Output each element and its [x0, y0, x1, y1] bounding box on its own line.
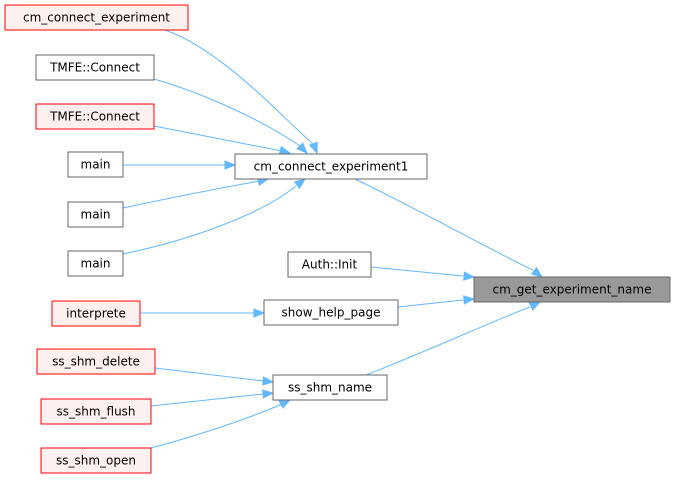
node-label: main: [81, 257, 111, 271]
node-box[interactable]: [473, 276, 671, 303]
arrowhead-icon: [463, 271, 476, 281]
node-label: cm_connect_experiment: [23, 11, 170, 25]
node-label: interprete: [66, 307, 126, 321]
node-ss-shm-open[interactable]: ss_shm_open: [40, 447, 152, 474]
node-box[interactable]: [40, 447, 152, 474]
arrowhead-icon: [262, 376, 275, 386]
edge-ss-shm-delete-to-ss-shm-name: [154, 367, 275, 386]
node-label: TMFE::Connect: [49, 110, 140, 124]
edge-line: [122, 185, 297, 255]
arrowhead-icon: [278, 145, 292, 156]
node-cm-connect-experiment1[interactable]: cm_connect_experiment1: [234, 153, 428, 180]
node-box[interactable]: [287, 251, 372, 278]
edge-interprete-to-show-help-page: [140, 308, 266, 318]
node-show-help-page[interactable]: show_help_page: [263, 299, 399, 326]
arrowhead-icon: [463, 295, 476, 305]
node-box[interactable]: [51, 300, 141, 327]
edge-line: [122, 180, 261, 209]
node-tmfe-connect-b[interactable]: TMFE::Connect: [35, 103, 155, 130]
node-box[interactable]: [234, 153, 428, 180]
arrowhead-icon: [530, 266, 544, 278]
node-label: ss_shm_flush: [56, 405, 135, 419]
edge-cm-connect-experiment-to-cm-connect-experiment1: [164, 29, 318, 155]
arrowhead-icon: [528, 301, 542, 311]
arrowhead-icon: [308, 141, 318, 155]
edge-line: [153, 125, 283, 152]
edge-line: [150, 403, 283, 449]
node-label: ss_shm_open: [56, 454, 136, 468]
node-main-c[interactable]: main: [67, 250, 124, 277]
edge-tmfe-connect-b-to-cm-connect-experiment1: [153, 125, 292, 156]
node-cm-connect-experiment[interactable]: cm_connect_experiment: [4, 4, 189, 31]
edge-tmfe-connect-a-to-cm-connect-experiment1: [153, 78, 308, 154]
node-label: Auth::Init: [302, 258, 358, 272]
node-label: show_help_page: [282, 306, 381, 320]
node-ss-shm-flush[interactable]: ss_shm_flush: [40, 398, 152, 425]
node-label: main: [81, 208, 111, 222]
edge-ss-shm-open-to-ss-shm-name: [150, 399, 292, 449]
node-box[interactable]: [4, 4, 189, 31]
node-box[interactable]: [36, 348, 156, 375]
arrowhead-icon: [224, 160, 237, 170]
edge-line: [150, 393, 264, 407]
edge-line: [164, 29, 315, 146]
node-box[interactable]: [272, 374, 388, 401]
node-label: cm_connect_experiment1: [254, 160, 409, 174]
node-label: cm_get_experiment_name: [493, 283, 652, 297]
arrowhead-icon: [293, 178, 307, 190]
edge-main-c-to-cm-connect-experiment1: [122, 178, 307, 255]
edge-line: [365, 306, 531, 376]
edge-line: [354, 178, 534, 271]
node-box[interactable]: [263, 299, 399, 326]
arrowhead-icon: [278, 399, 292, 409]
arrowhead-icon: [262, 389, 275, 399]
node-box[interactable]: [67, 250, 124, 277]
node-label: TMFE::Connect: [49, 61, 140, 75]
edge-show-help-page-to-cm-get-experiment-name: [397, 295, 476, 308]
node-box[interactable]: [40, 398, 152, 425]
edge-main-a-to-cm-connect-experiment1: [123, 160, 237, 170]
node-cm-get-experiment-name[interactable]: cm_get_experiment_name: [473, 276, 671, 303]
node-ss-shm-delete[interactable]: ss_shm_delete: [36, 348, 156, 375]
node-ss-shm-name[interactable]: ss_shm_name: [272, 374, 388, 401]
node-main-a[interactable]: main: [67, 151, 124, 178]
edge-auth-init-to-cm-get-experiment-name: [370, 266, 476, 281]
edge-line: [153, 78, 301, 147]
node-interprete[interactable]: interprete: [51, 300, 141, 327]
arrowhead-icon: [296, 142, 308, 154]
edge-line: [370, 266, 464, 277]
node-label: ss_shm_name: [288, 381, 372, 395]
edge-line: [397, 299, 464, 308]
edge-ss-shm-flush-to-ss-shm-name: [150, 389, 275, 407]
node-label: main: [81, 158, 111, 172]
node-box[interactable]: [35, 54, 155, 81]
node-auth-init[interactable]: Auth::Init: [287, 251, 372, 278]
node-box[interactable]: [67, 201, 124, 228]
edge-main-b-to-cm-connect-experiment1: [122, 176, 270, 209]
node-box[interactable]: [35, 103, 155, 130]
node-label: ss_shm_delete: [52, 355, 140, 369]
arrowhead-icon: [253, 308, 266, 318]
node-box[interactable]: [67, 151, 124, 178]
graph-nodes: cm_connect_experimentTMFE::ConnectTMFE::…: [4, 4, 671, 474]
edge-cm-connect-experiment1-to-cm-get-experiment-name: [354, 178, 544, 278]
edge-line: [154, 367, 264, 382]
node-tmfe-connect-a[interactable]: TMFE::Connect: [35, 54, 155, 81]
node-main-b[interactable]: main: [67, 201, 124, 228]
